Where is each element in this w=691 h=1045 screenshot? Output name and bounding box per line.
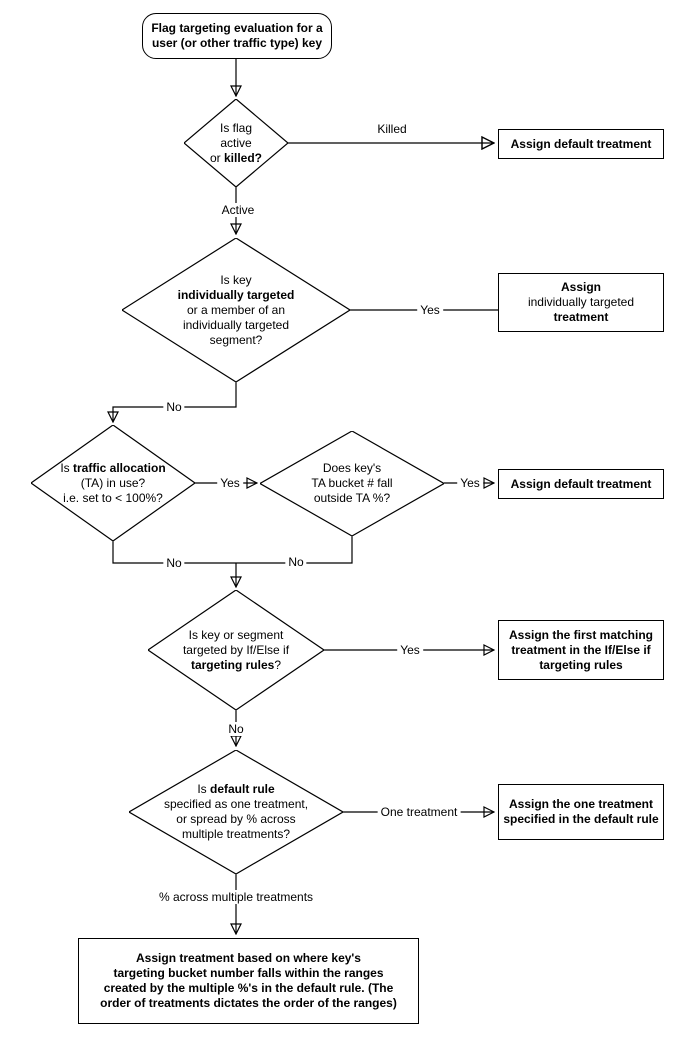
edge-label-no-individual: No — [163, 400, 185, 414]
diamond-shape — [184, 99, 288, 187]
edge-label-yes-ta: Yes — [217, 476, 243, 490]
process-assign-default-2: Assign default treatment — [498, 469, 664, 499]
diamond-shape — [260, 431, 444, 536]
process-assign-default-2-text: Assign default treatment — [510, 476, 652, 491]
decision-traffic-allocation-text: Is traffic allocation(TA) in use?i.e. se… — [60, 460, 166, 505]
edge-label-no-rules: No — [225, 722, 247, 736]
edge-label-no-ta: No — [163, 556, 185, 570]
diamond-shape — [122, 238, 350, 382]
edge-label-one-treatment: One treatment — [377, 805, 461, 819]
process-assign-default-1-text: Assign default treatment — [510, 136, 652, 151]
edge-label-yes-bucket: Yes — [457, 476, 483, 490]
decision-traffic-allocation: Is traffic allocation(TA) in use?i.e. se… — [31, 425, 195, 541]
diamond-shape — [31, 425, 195, 541]
edge-bucket-no-merge — [236, 536, 353, 564]
edge-label-yes-individual: Yes — [417, 303, 443, 317]
diamond-shape — [129, 750, 343, 874]
diamond-shape — [148, 590, 324, 710]
edge-label-killed: Killed — [374, 122, 410, 136]
edge-label-yes-rules: Yes — [397, 643, 423, 657]
process-assign-default-1: Assign default treatment — [498, 129, 664, 159]
edge-label-no-bucket: No — [285, 555, 307, 569]
edge-label-pct-across: % across multiple treatments — [155, 890, 317, 904]
edge-label-active: Active — [218, 203, 258, 217]
edge-ta-no-merge — [112, 541, 236, 564]
